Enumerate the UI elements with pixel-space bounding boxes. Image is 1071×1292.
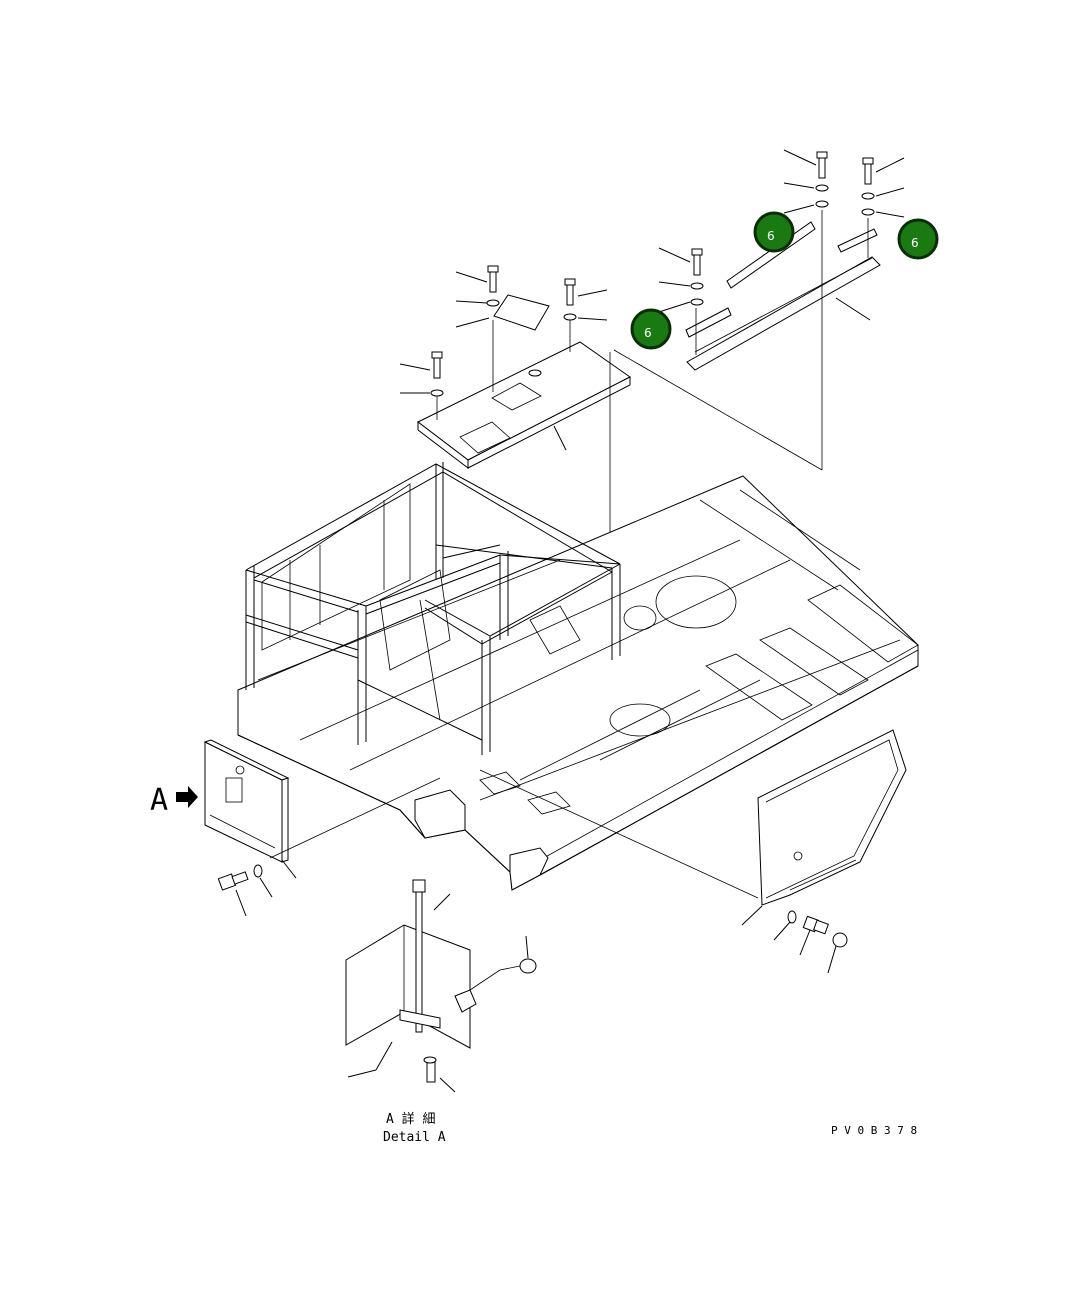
bolt-stack-cover-left — [455, 265, 500, 328]
main-frame — [237, 475, 919, 891]
bolt-stack-right-2 — [861, 157, 905, 218]
long-bracket — [686, 256, 881, 371]
callout-badge-1: 6 — [753, 211, 795, 253]
svg-text:6: 6 — [644, 326, 652, 340]
callout-badge-3: 6 — [630, 308, 672, 350]
spacer-plate-lower — [685, 307, 732, 338]
bolt-stack-cover-right — [563, 278, 608, 321]
callout-badge-2: 6 — [897, 218, 939, 260]
detail-label-jp: A 詳 細 — [386, 1111, 435, 1127]
view-arrow — [176, 786, 198, 808]
side-cover-right — [479, 729, 907, 926]
bolt-right-panel — [773, 910, 848, 974]
svg-text:6: 6 — [767, 229, 775, 243]
spacer-plate-right — [837, 228, 878, 253]
cab-frame — [245, 462, 621, 755]
drawing-code: P V 0 B 3 7 8 — [831, 1124, 917, 1137]
small-cover-plate — [493, 294, 550, 331]
detail-label-en: Detail A — [383, 1130, 446, 1145]
bolt-left-panel — [217, 864, 273, 917]
detail-a-view — [345, 879, 537, 1093]
bolt-stack-right-1 — [783, 149, 829, 214]
svg-text:6: 6 — [911, 236, 919, 250]
bolt-stack-cover-far-left — [399, 351, 444, 397]
view-arrow-label: A — [150, 783, 168, 818]
top-cover-panel — [417, 341, 631, 470]
side-cover-left — [203, 739, 441, 879]
bolt-stack-middle — [658, 247, 704, 313]
